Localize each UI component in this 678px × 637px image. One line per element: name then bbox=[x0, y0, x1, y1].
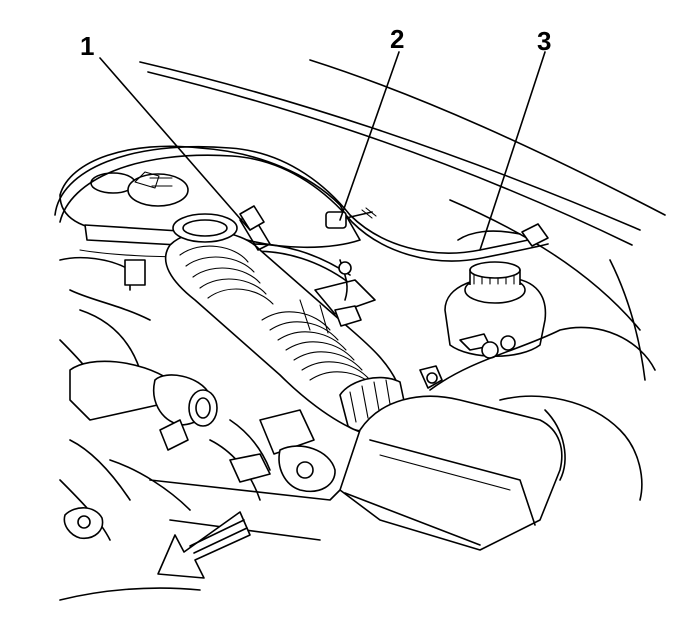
throttle-bracket bbox=[299, 259, 376, 334]
callout-1: 1 bbox=[80, 31, 94, 61]
intake-manifold-cover bbox=[59, 145, 361, 258]
callout-3: 3 bbox=[537, 26, 551, 56]
right-inner-fender bbox=[419, 326, 656, 501]
air-cleaner-box bbox=[339, 395, 563, 551]
callout-2: 2 bbox=[390, 24, 404, 54]
engine-left-components bbox=[59, 256, 341, 601]
air-intake-duct bbox=[164, 205, 401, 433]
callout-leaders bbox=[99, 51, 546, 251]
harness-end-clip bbox=[457, 223, 549, 247]
reservoir bbox=[444, 261, 547, 359]
hood-edge bbox=[139, 59, 666, 381]
duct-ribs bbox=[179, 245, 379, 391]
front-direction-arrow-icon bbox=[157, 511, 251, 579]
